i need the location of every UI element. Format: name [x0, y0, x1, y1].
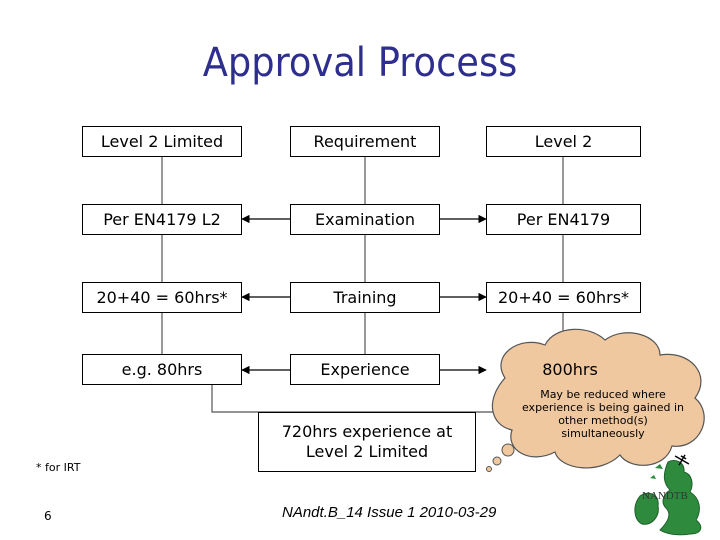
cloud-puff-2 [492, 456, 502, 466]
box-per-en4179: Per EN4179 [486, 204, 641, 235]
uk-map-icon [659, 459, 702, 536]
page-title: Approval Process [202, 40, 518, 86]
cloud-heading: 800hrs [542, 360, 598, 379]
cloud-puff-1 [501, 443, 515, 457]
box-requirement: Requirement [290, 126, 440, 157]
page-number: 6 [44, 509, 52, 523]
box-experience-left: e.g. 80hrs [82, 354, 242, 385]
box-level2-limited: Level 2 Limited [82, 126, 242, 157]
plane-icon [674, 454, 690, 466]
logo-text: NANDTB [642, 490, 688, 502]
cloud-puff-3 [486, 466, 492, 472]
ireland-map-icon [634, 492, 659, 525]
box-level2: Level 2 [486, 126, 641, 157]
box-720hrs-experience: 720hrs experience at Level 2 Limited [258, 412, 476, 472]
box-training: Training [290, 282, 440, 313]
footnote: * for IRT [36, 461, 81, 474]
box-training-right: 20+40 = 60hrs* [486, 282, 641, 313]
box-examination: Examination [290, 204, 440, 235]
scotland-islands-icon [650, 464, 663, 479]
cloud-shape [491, 328, 705, 469]
footer-reference: NAndt.B_14 Issue 1 2010-03-29 [282, 504, 497, 521]
box-experience: Experience [290, 354, 440, 385]
box-per-en4179-l2: Per EN4179 L2 [82, 204, 242, 235]
cloud-note: May be reduced where experience is being… [521, 388, 685, 440]
box-training-left: 20+40 = 60hrs* [82, 282, 242, 313]
